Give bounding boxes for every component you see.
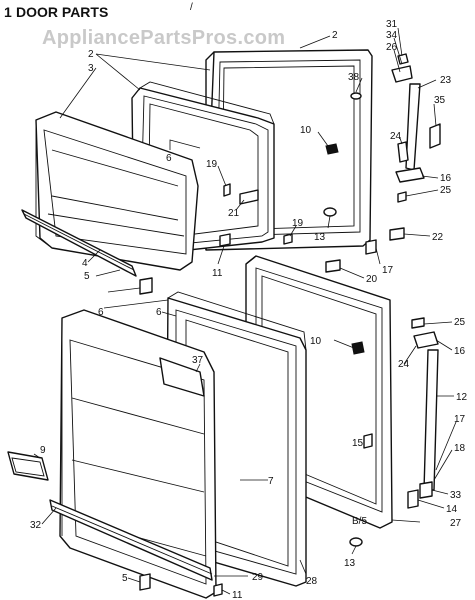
callout-17b: 17	[454, 414, 466, 425]
callout-3: 3	[88, 63, 94, 74]
callout-6c: 6	[156, 307, 162, 318]
part-13b-foot	[349, 537, 363, 547]
callout-37: 37	[192, 355, 204, 366]
callout-6: 6	[166, 153, 172, 164]
part-38-plug	[350, 92, 362, 100]
callout-24b: 24	[398, 359, 410, 370]
callout-19b: 19	[292, 218, 304, 229]
part-16-hinge	[395, 167, 425, 183]
part-19b-screw	[283, 233, 293, 245]
part-33-bushing	[419, 481, 433, 499]
callout-7: 7	[268, 476, 274, 487]
callout-35: 35	[434, 95, 446, 106]
callout-22: 22	[432, 232, 444, 243]
part-16b-hinge	[413, 331, 439, 349]
callout-28: 28	[306, 576, 318, 587]
part-24-bushing	[397, 141, 409, 163]
part-10b-bracket	[351, 341, 365, 355]
part-11-screw	[219, 233, 231, 247]
part-11b-screw	[213, 583, 223, 597]
freezer-door-liner	[35, 111, 199, 271]
callout-16b: 16	[454, 346, 466, 357]
mid-small-parts	[325, 227, 405, 273]
callout-17: 17	[382, 265, 394, 276]
lower-hinge-parts	[139, 317, 439, 597]
callout-13b: 13	[344, 558, 356, 569]
callout-16: 16	[440, 173, 452, 184]
callout-33: 33	[450, 490, 462, 501]
callout-21: 21	[228, 208, 240, 219]
fresh-food-shelf-bar	[49, 499, 213, 581]
callout-34: 34	[386, 30, 398, 41]
callout-25: 25	[440, 185, 452, 196]
callout-5: 5	[84, 271, 90, 282]
callout-13: 13	[314, 232, 326, 243]
callout-32: 32	[30, 520, 42, 531]
part-10-bracket	[325, 143, 339, 155]
freezer-hinge-parts	[139, 53, 441, 295]
part-26-hinge-cap	[391, 65, 413, 83]
callout-11: 11	[212, 268, 223, 279]
part-15-cam	[363, 433, 373, 449]
callout-31: 31	[386, 19, 398, 30]
callout-9: 9	[40, 445, 46, 456]
part-19-screw	[223, 183, 231, 197]
corner-mark: 1	[4, 4, 12, 20]
freezer-shelf-bar	[21, 209, 137, 277]
diagram-title: DOOR PARTS	[16, 4, 108, 20]
callout-6b: 6	[98, 307, 104, 318]
part-12-hinge-bar	[423, 349, 439, 491]
callout-19: 19	[206, 159, 218, 170]
callout-23: 23	[440, 75, 452, 86]
callout-26: 26	[386, 42, 398, 53]
part-25-screw	[397, 191, 407, 203]
part-22-plate	[389, 227, 405, 241]
part-37-butter-door	[159, 357, 205, 397]
callout-labels: 2 3 2 31 34 26 38 23 35 10 6 19 21 24 16…	[30, 19, 468, 600]
callout-24: 24	[390, 131, 402, 142]
part-35-spacer	[429, 123, 441, 149]
callout-10: 10	[300, 125, 312, 136]
callout-18: 18	[454, 443, 466, 454]
callout-4: 4	[82, 258, 88, 269]
leader-lines	[33, 27, 457, 595]
callout-10b: 10	[310, 336, 322, 347]
callout-2: 2	[88, 49, 94, 60]
scribble-mark: /	[190, 2, 193, 13]
callout-12: 12	[456, 392, 468, 403]
code-label: B/5	[352, 516, 367, 527]
part-14-pin	[407, 489, 419, 509]
part-31-cap	[397, 53, 409, 65]
part-5b-hinge-pin	[139, 573, 151, 591]
callout-27: 27	[450, 518, 462, 529]
part-5-hinge-pin	[139, 277, 153, 295]
callout-14: 14	[446, 504, 458, 515]
part-21-strike	[239, 189, 259, 205]
callout-15: 15	[352, 438, 364, 449]
callout-29: 29	[252, 572, 264, 583]
part-25b-screw	[411, 317, 425, 329]
part-17-bolt	[365, 239, 377, 255]
part-13-foot	[323, 207, 337, 217]
callout-5b: 5	[122, 573, 128, 584]
callout-25b: 25	[454, 317, 466, 328]
fresh-food-door-liner	[59, 309, 217, 599]
callout-20: 20	[366, 274, 378, 285]
part-20-block	[325, 259, 341, 273]
callout-2b: 2	[332, 30, 338, 41]
watermark: AppliancePartsPros.com	[42, 27, 285, 49]
callout-11b: 11	[232, 590, 243, 600]
part-9-dairy-door	[7, 451, 49, 481]
callout-38: 38	[348, 72, 360, 83]
